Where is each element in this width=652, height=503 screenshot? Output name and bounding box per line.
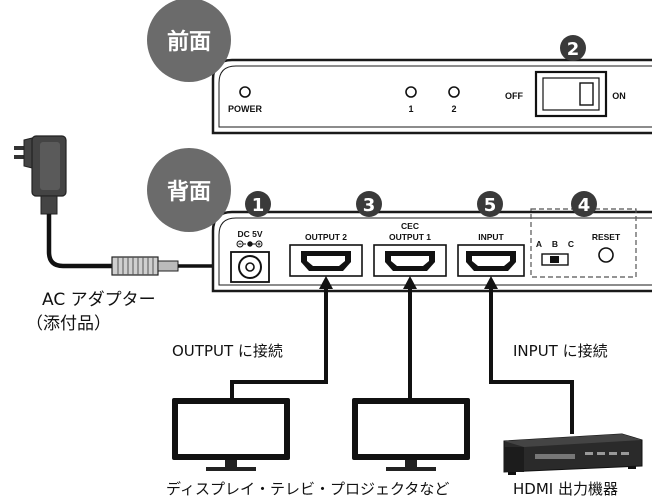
adapter-strain-relief [40, 195, 58, 215]
led-2-label: 2 [451, 104, 456, 114]
on-label: ON [612, 91, 626, 101]
marker-2 [560, 35, 586, 61]
display-2-neck [405, 460, 417, 468]
input-label: INPUT [478, 232, 504, 242]
marker-2-text: 2 [567, 39, 580, 60]
dc-label: DC 5V [237, 229, 262, 239]
marker-4-text: 4 [578, 195, 591, 216]
dc-polarity-icon [236, 240, 263, 248]
display-2-stand [386, 467, 436, 471]
led-1 [405, 86, 417, 98]
device-top [504, 434, 642, 447]
marker-3 [356, 191, 382, 217]
display-1-stand [206, 467, 256, 471]
plug-face [23, 137, 33, 169]
device-foot-left [508, 472, 516, 475]
rear-panel-inner-line [218, 217, 652, 286]
hdmi-device-label: HDMI 出力機器 [513, 480, 618, 498]
display-2-screen [358, 404, 464, 454]
marker-1 [245, 191, 271, 217]
hdmi-cables [230, 283, 574, 434]
device-led-3 [609, 452, 617, 455]
dc-plug-tip [157, 260, 179, 272]
led-1-label: 1 [408, 104, 413, 114]
rear-panel: 背面 DC 5V 1 OUTPUT 2 CEC OUTPUT 1 3 [147, 148, 652, 293]
reset-label: RESET [592, 232, 621, 242]
display-1-neck [225, 460, 237, 468]
output1-port-inner [391, 256, 429, 266]
arrow-input [484, 276, 498, 289]
displays-label: ディスプレイ・テレビ・プロジェクタなど [166, 480, 449, 498]
device-led-1 [585, 452, 593, 455]
marker-4 [571, 191, 597, 217]
plug-prong-bottom [14, 155, 24, 159]
marker-3-text: 3 [363, 195, 376, 216]
front-badge-text: 前面 [167, 29, 211, 55]
ac-adapter-sub-label: （添付品） [26, 314, 111, 334]
output-connect-label: OUTPUT に接続 [172, 342, 283, 360]
display-2 [352, 398, 470, 471]
ac-adapter [14, 135, 239, 276]
device-tray [535, 454, 575, 459]
device-led-4 [621, 452, 629, 455]
adapter-cable [46, 214, 112, 269]
output2-port-inner [307, 256, 345, 266]
cec-label: CEC [401, 221, 419, 231]
mode-a-label: A [536, 239, 542, 249]
rear-badge-text: 背面 [167, 180, 211, 205]
plug-prong-top [14, 146, 24, 150]
input-connect-label: INPUT に接続 [513, 342, 608, 360]
adapter-body-highlight [40, 142, 60, 190]
input-port-inner [472, 256, 510, 266]
dc-plug-body [111, 256, 159, 276]
hdmi-output-device [503, 433, 643, 475]
device-foot-right [628, 466, 636, 469]
device-side [504, 447, 524, 472]
off-label: OFF [505, 91, 523, 101]
output2-label: OUTPUT 2 [305, 232, 347, 242]
dc-jack-pin [245, 262, 255, 272]
rear-badge-circle [147, 148, 231, 232]
power-switch-rocker [579, 82, 594, 106]
reset-button[interactable] [598, 247, 614, 263]
arrow-output1 [403, 276, 417, 289]
dc-plug-grip [117, 257, 154, 275]
ac-adapter-label: AC アダプター [42, 290, 156, 310]
cable-input [489, 283, 574, 434]
front-badge-circle [147, 0, 231, 82]
mode-c-label: C [568, 239, 574, 249]
display-1-screen [178, 404, 284, 454]
front-panel: 前面 POWER 1 2 OFF ON 2 [147, 0, 652, 135]
marker-5 [477, 191, 503, 217]
marker-1-text: 1 [252, 195, 265, 216]
arrow-output2 [319, 276, 333, 289]
marker-5-text: 5 [484, 195, 497, 216]
device-led-2 [597, 452, 605, 455]
mode-switch-knob [550, 256, 559, 263]
mode-b-label: B [552, 239, 558, 249]
display-1 [172, 398, 290, 471]
front-panel-inner-line [218, 65, 652, 128]
power-led [239, 86, 251, 98]
output1-label: OUTPUT 1 [389, 232, 431, 242]
led-2 [448, 86, 460, 98]
cable-output2 [230, 283, 328, 398]
power-label: POWER [228, 104, 263, 114]
